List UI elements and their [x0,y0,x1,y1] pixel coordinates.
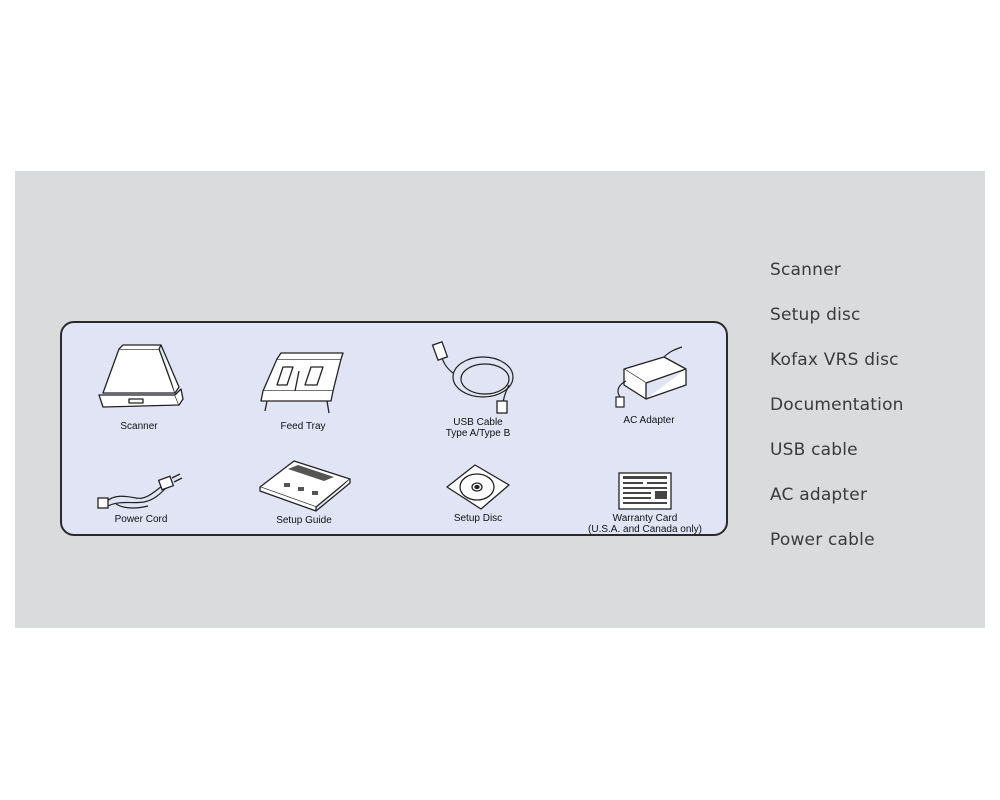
warranty-card-icon [618,472,672,510]
contents-list: Scanner Setup disc Kofax VRS disc Docume… [770,258,904,573]
item-warranty-card: Warranty Card (U.S.A. and Canada only) [560,471,730,535]
item-scanner: Scanner [54,343,224,432]
list-item: AC adapter [770,485,868,505]
item-ac-adapter: AC Adapter [564,345,734,426]
item-setup-guide: Setup Guide [219,457,389,526]
item-caption: Power Cord [114,514,168,525]
item-caption: USB Cable Type A/Type B [445,417,511,439]
item-power-cord: Power Cord [56,466,226,525]
item-caption: AC Adapter [623,415,675,426]
feed-tray-icon [260,352,344,414]
scanner-icon [98,344,184,408]
package-contents-panel: Scanner Feed Tray [60,321,728,536]
item-setup-disc: Setup Disc [393,463,563,524]
ac-adapter-icon [615,346,687,408]
setup-guide-icon [259,460,351,512]
list-item: USB cable [770,440,858,460]
list-item: Kofax VRS disc [770,350,899,370]
setup-disc-icon [446,464,510,510]
list-item: Documentation [770,395,904,415]
power-cord-icon [97,473,183,509]
item-caption: Scanner [120,421,158,432]
item-caption: Setup Disc [453,513,503,524]
item-caption: Warranty Card (U.S.A. and Canada only) [588,513,702,535]
item-caption: Setup Guide [276,515,332,526]
item-usb-cable: USB Cable Type A/Type B [393,333,563,439]
list-item: Scanner [770,260,841,280]
list-item: Setup disc [770,305,861,325]
usb-cable-icon [431,340,514,414]
list-item: Power cable [770,530,875,550]
item-caption: Feed Tray [280,421,326,432]
item-feed-tray: Feed Tray [218,351,388,432]
